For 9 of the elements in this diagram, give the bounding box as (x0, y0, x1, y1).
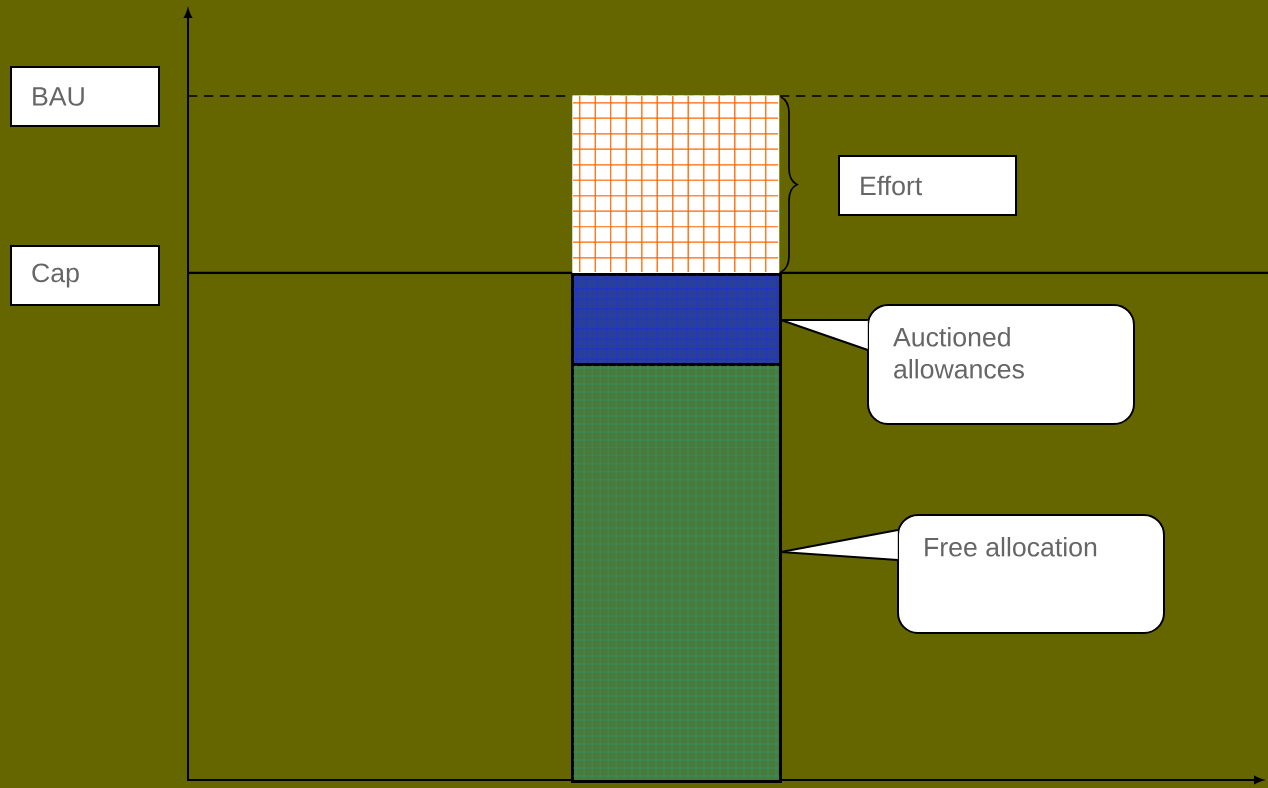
bar-segment (572, 95, 780, 274)
callout-box: Free allocation (897, 514, 1165, 634)
label-box: Effort (838, 155, 1017, 216)
callout-pointer (780, 529, 899, 561)
label-box: BAU (10, 66, 160, 127)
bar-segment (571, 363, 782, 783)
callout-pointer (780, 319, 869, 351)
callout-box: Auctioned allowances (867, 304, 1135, 425)
label-box: Cap (10, 245, 160, 306)
